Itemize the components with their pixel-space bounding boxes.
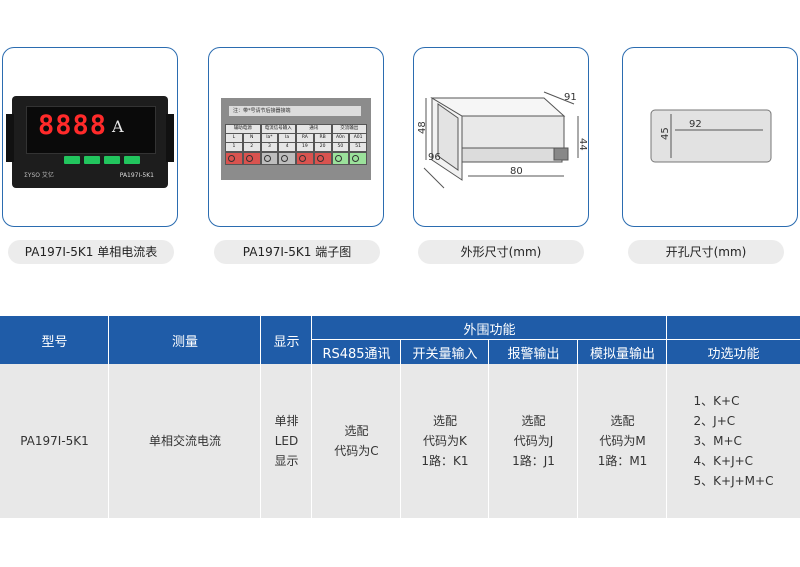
meter-button [64, 156, 80, 164]
grid-line [488, 340, 489, 518]
cell-switch-in: 选配 代码为K 1路：K1 [401, 364, 489, 518]
dim-45: 45 [660, 127, 671, 140]
terminal-number: 20 [313, 142, 332, 152]
cell-measure: 单相交流电流 [109, 364, 261, 518]
meter-button [124, 156, 140, 164]
dim-96: 96 [428, 152, 441, 163]
dim-92: 92 [689, 119, 702, 130]
terminal-screw [331, 152, 350, 165]
cell-rs485: 选配 代码为C [312, 364, 401, 518]
alarm-out-line: 1路：J1 [512, 454, 555, 468]
header-display: 显示 [261, 316, 312, 364]
option-item: 4、K+J+C [693, 454, 754, 468]
header-peripheral: 外围功能 [312, 316, 667, 340]
cell-analog-out: 选配 代码为M 1路：M1 [578, 364, 667, 518]
meter-model: PA197I-5K1 [119, 172, 154, 179]
grid-line [260, 316, 261, 518]
meter-button [104, 156, 120, 164]
meter-mount-tab-right [166, 114, 174, 162]
caption-product: PA197I-5K1 单相电流表 [8, 240, 174, 264]
cell-model: PA197I-5K1 [0, 364, 109, 518]
display-line: 单排 [274, 414, 299, 428]
caption-outline: 外形尺寸(mm) [418, 240, 584, 264]
header-rs485: RS485通讯 [312, 340, 401, 364]
header-switch-in: 开关量输入 [401, 340, 489, 364]
terminal-number: 1 [225, 142, 243, 152]
grid-line [311, 316, 312, 518]
meter-mount-tab-left [6, 114, 14, 162]
option-item: 1、K+C [693, 394, 740, 408]
dim-80: 80 [510, 166, 523, 177]
terminal-number: 3 [260, 142, 279, 152]
header-options-top [667, 316, 800, 340]
cutout-drawing: 45 92 [650, 109, 772, 163]
switch-in-line: 选配 [432, 414, 457, 428]
terminal-screw [296, 152, 314, 165]
meter-image: 8888 A ΣYSO 艾亿 PA197I-5K1 [6, 96, 174, 188]
option-item: 2、J+C [693, 414, 736, 428]
outline-dimension-card: 48 91 44 96 80 [413, 47, 589, 227]
display-line: LED [274, 434, 299, 448]
header-alarm-out: 报警输出 [489, 340, 578, 364]
terminal-number: 50 [331, 142, 350, 152]
alarm-out-line: 代码为J [513, 434, 554, 448]
terminal-screw [313, 152, 332, 165]
outline-drawing: 48 91 44 96 80 [417, 91, 588, 189]
switch-in-line: 代码为K [423, 434, 467, 448]
terminal-number: 51 [349, 142, 367, 152]
terminal-screw [349, 152, 367, 165]
rs485-line: 代码为C [334, 444, 379, 458]
terminal-number: 2 [242, 142, 261, 152]
meter-digits: 8888 [38, 110, 108, 141]
analog-out-line: 代码为M [599, 434, 646, 448]
cell-alarm-out: 选配 代码为J 1路：J1 [489, 364, 578, 518]
rs485-line: 选配 [344, 424, 369, 438]
option-item: 3、M+C [693, 434, 742, 448]
terminal-number: 19 [296, 142, 314, 152]
terminal-screw-row [225, 152, 367, 165]
terminal-screw [260, 152, 279, 165]
dim-44: 44 [577, 138, 588, 151]
option-item: 5、K+J+M+C [693, 474, 774, 488]
grid-line [108, 316, 109, 518]
cell-options: 1、K+C 2、J+C 3、M+C 4、K+J+C 5、K+J+M+C [667, 364, 800, 518]
terminal-number-row: 1 2 3 4 19 20 50 51 [225, 142, 367, 152]
meter-screen [26, 106, 156, 154]
analog-out-line: 1路：M1 [597, 454, 648, 468]
alarm-out-line: 选配 [521, 414, 546, 428]
terminal-note: 注：带*号请节后接器接端 [229, 106, 361, 116]
terminal-screw [278, 152, 296, 165]
grid-line [666, 316, 667, 518]
header-analog-out: 模拟量输出 [578, 340, 667, 364]
analog-out-line: 选配 [610, 414, 635, 428]
dim-48: 48 [417, 121, 428, 134]
cutout-dimension-card: 45 92 [622, 47, 798, 227]
product-image-card: 8888 A ΣYSO 艾亿 PA197I-5K1 [2, 47, 178, 227]
meter-unit: A [112, 117, 124, 136]
header-measure: 测量 [109, 316, 261, 364]
grid-line [577, 340, 578, 518]
header-options: 功选功能 [667, 340, 800, 364]
cell-display: 单排 LED 显示 [261, 364, 312, 518]
terminal-number: 4 [278, 142, 296, 152]
caption-terminal: PA197I-5K1 端子图 [214, 240, 380, 264]
meter-brand: ΣYSO 艾亿 [24, 172, 54, 179]
terminal-diagram-card: 注：带*号请节后接器接端 辅助电源 电流信号输入 通讯 交流输出 L N Ia*… [208, 47, 384, 227]
meter-button [84, 156, 100, 164]
grid-line [312, 339, 800, 340]
terminal-screw [225, 152, 243, 165]
switch-in-line: 1路：K1 [421, 454, 469, 468]
caption-cutout: 开孔尺寸(mm) [628, 240, 784, 264]
grid-line [400, 340, 401, 518]
terminal-diagram: 注：带*号请节后接器接端 辅助电源 电流信号输入 通讯 交流输出 L N Ia*… [221, 98, 371, 180]
header-model: 型号 [0, 316, 109, 364]
dim-91: 91 [564, 92, 577, 103]
terminal-screw [242, 152, 261, 165]
display-line: 显示 [274, 454, 299, 468]
